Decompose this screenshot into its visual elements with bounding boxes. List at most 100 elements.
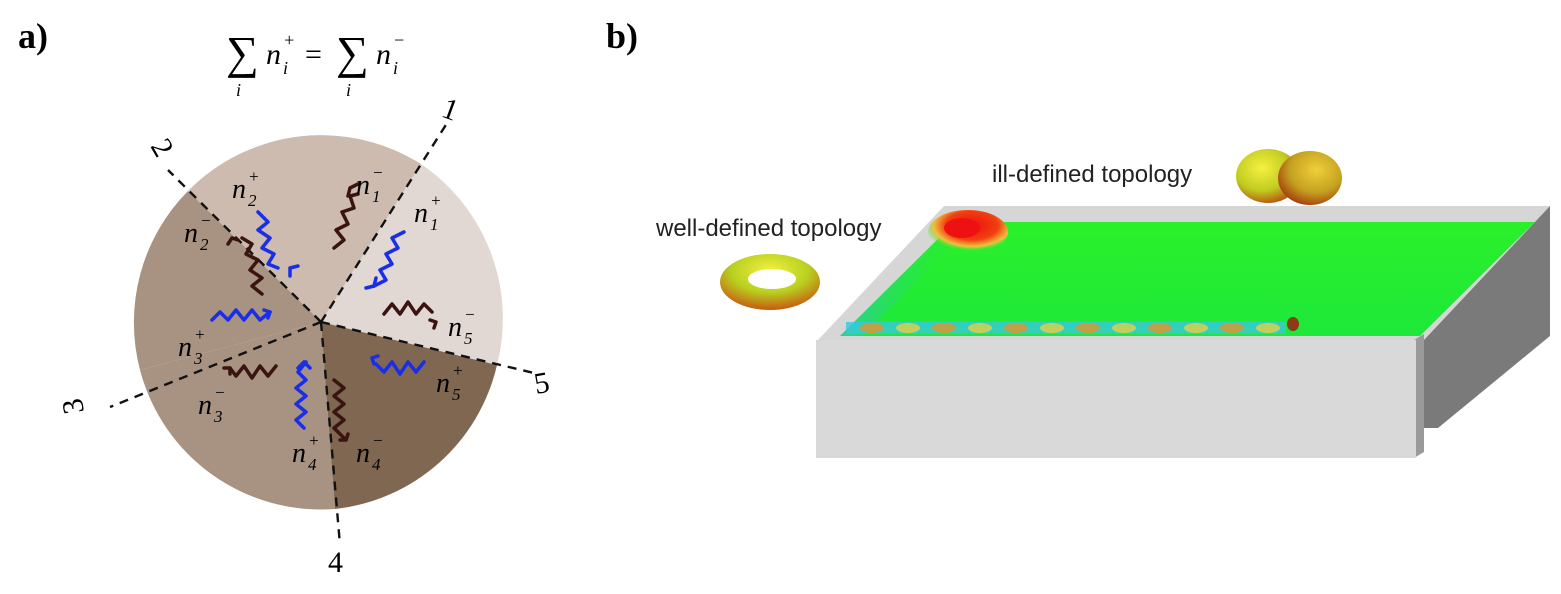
mode-labels: n − 1 n + 1 n + 2 n − 2 n + 3 n − 3 [178,163,475,474]
panel-a-label: a) [18,16,48,56]
field-surface [840,222,1535,336]
field-ripple [1004,323,1028,333]
n3-plus-sub: 3 [193,349,203,368]
sector-3 [133,191,321,370]
defect-marker [1287,317,1299,331]
label-n2-minus: n − 2 [184,211,211,254]
field-ripple [860,323,884,333]
n2-plus-sup: + [248,167,259,186]
torus-hole [748,269,796,289]
wave-in-3-head [262,308,272,320]
n5-plus-base: n [436,368,450,399]
n3-plus-sup: + [194,325,205,344]
cavity-disk [133,135,503,510]
field-left-fringe [840,222,975,336]
lhs-subscript: i [283,58,288,78]
lhs-superscript: + [283,30,295,50]
wave-out-4 [332,378,346,440]
wave-in-5 [374,360,426,376]
slab-right-side [1424,206,1550,428]
wave-in-1-head [364,276,378,290]
field-ripple [1256,323,1280,333]
sector-2 [188,135,421,322]
sum-index-right: i [346,80,351,100]
boundary-number-2: 2 [144,133,180,162]
wave-out-3 [228,364,278,380]
n5-minus-sup: − [464,305,475,324]
wave-out-2-head [226,236,240,246]
n4-minus-base: n [356,438,370,469]
n4-minus-sup: − [372,431,383,450]
well-defined-label: well-defined topology [655,215,881,242]
ill-defined-lobes [1236,149,1342,205]
wave-out-1-head [346,182,360,198]
boundary-5 [320,320,539,376]
n1-plus-sup: + [430,191,441,210]
lobe-right [1278,151,1342,205]
n2-plus-base: n [232,174,246,205]
label-n4-plus: n + 4 [292,431,319,474]
wave-out-1 [332,192,360,250]
sector-boundaries [109,119,539,546]
field-edge-pattern [846,322,1286,334]
n5-plus-sub: 5 [452,385,461,404]
boundary-4 [319,321,342,546]
label-n5-plus: n + 5 [436,361,463,404]
panel-b-label: b) [606,16,638,56]
boundary-3 [109,320,322,409]
n2-plus-sub: 2 [248,191,257,210]
n1-minus-base: n [356,170,370,201]
field-ripples [860,323,1280,333]
field-ripple [1112,323,1136,333]
label-n1-minus: n − 1 [356,163,383,206]
field-ripple [1220,323,1244,333]
field-hotspot-core [944,218,980,238]
field-ripple [1076,323,1100,333]
n1-minus-sub: 1 [372,187,381,206]
label-n5-minus: n − 5 [448,305,475,348]
n4-plus-base: n [292,438,306,469]
wave-out-4-head [338,432,350,442]
n2-minus-sub: 2 [200,235,209,254]
wave-out-2 [240,236,264,296]
photonic-slab [816,206,1550,458]
slab-right-rim [1414,334,1424,458]
sector-1 [321,164,503,365]
wave-in-2-head [288,264,300,278]
wave-out-5 [382,300,434,316]
boundary-number-4: 4 [328,546,343,579]
n2-minus-sup: − [200,211,211,230]
n3-minus-base: n [198,390,212,421]
n5-minus-sub: 5 [464,329,473,348]
field-ripple [1148,323,1172,333]
n4-minus-sub: 4 [372,455,381,474]
n3-minus-sup: − [214,383,225,402]
wave-arrows [210,182,438,442]
label-n2-plus: n + 2 [232,167,259,210]
n1-plus-sub: 1 [430,215,439,234]
boundary-number-1: 1 [438,92,463,128]
n1-plus-base: n [414,198,428,229]
wave-in-4-head [296,360,312,370]
n4-plus-sub: 4 [308,455,317,474]
n5-plus-sup: + [452,361,463,380]
n5-minus-base: n [448,312,462,343]
n3-plus-base: n [178,332,192,363]
label-n4-minus: n − 4 [356,431,383,474]
ill-defined-label: ill-defined topology [992,161,1192,188]
field-ripple [1184,323,1208,333]
boundary-2 [167,169,322,323]
rhs-symbol: n [376,38,391,71]
well-defined-torus [720,254,820,310]
sum-symbol-left: ∑ [226,27,259,78]
slab-front-face [816,340,1416,458]
boundary-1 [319,119,451,323]
sum-index-left: i [236,80,241,100]
n3-minus-sub: 3 [213,407,223,426]
wave-in-2 [256,210,280,270]
sector-4 [321,322,497,509]
label-n3-minus: n − 3 [198,383,225,426]
wave-in-1 [372,230,406,288]
lhs-symbol: n [266,38,281,71]
